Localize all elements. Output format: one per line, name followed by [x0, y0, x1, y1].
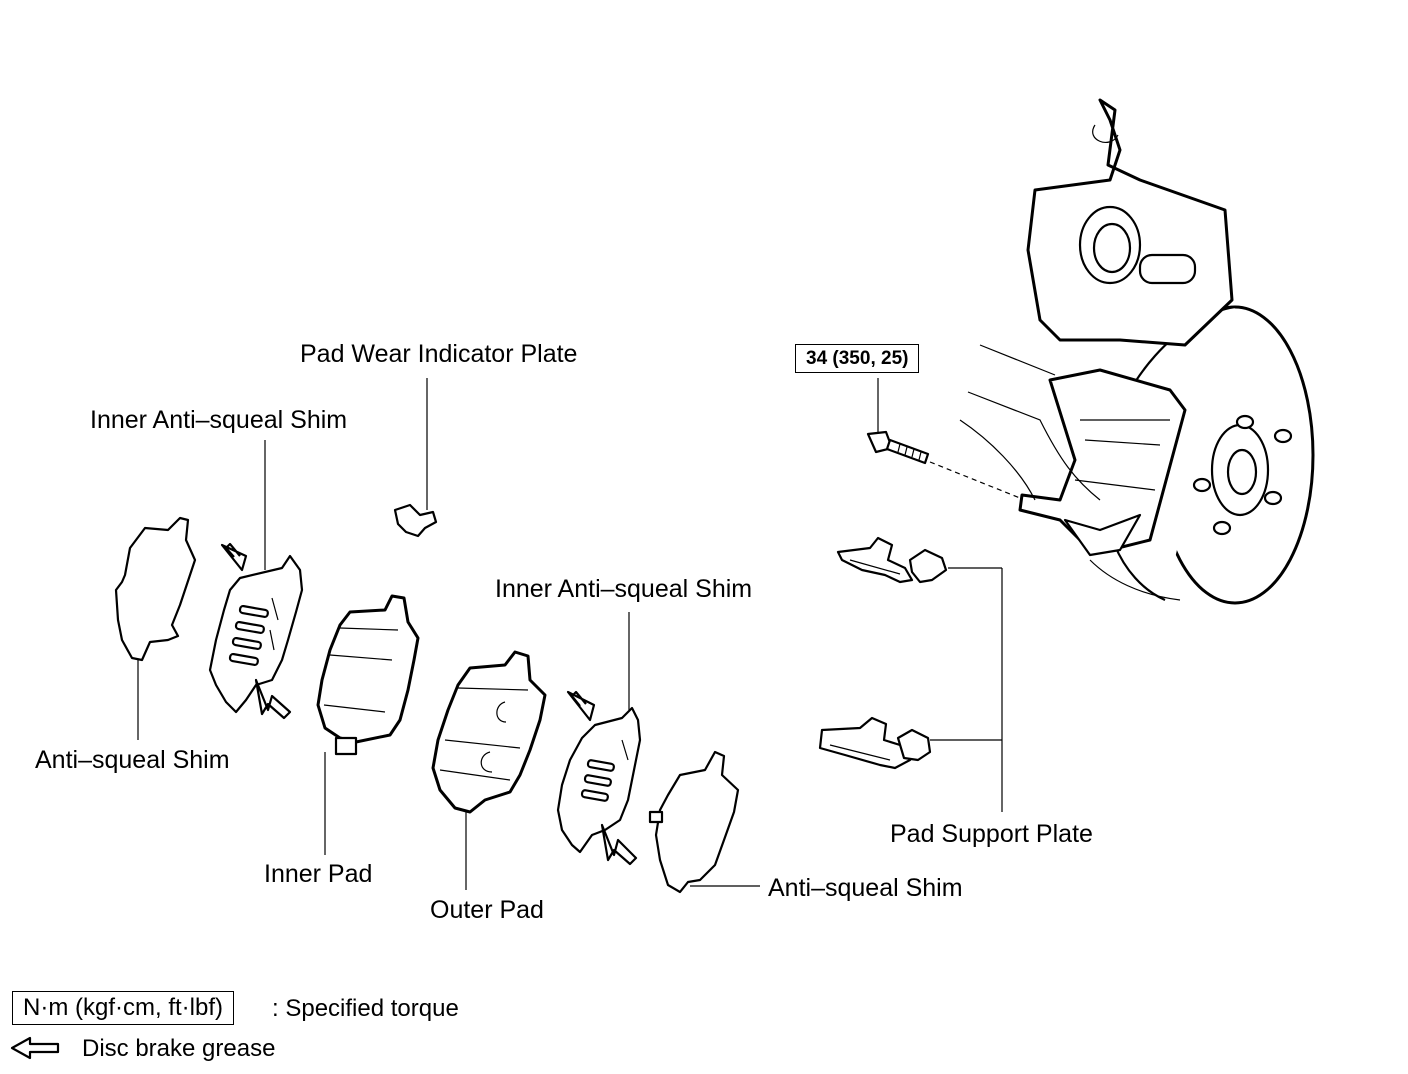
label-pad-support-plate: Pad Support Plate: [890, 820, 1093, 848]
label-inner-pad: Inner Pad: [264, 860, 373, 888]
pad-support-plates: [818, 536, 1003, 812]
label-pad-wear-indicator-plate: Pad Wear Indicator Plate: [300, 340, 578, 368]
outer-pad: [431, 650, 547, 890]
caliper-disc-assembly: [959, 98, 1315, 605]
anti-squeal-shim-left: [114, 516, 197, 740]
label-inner-anti-squeal-shim-left: Inner Anti–squeal Shim: [90, 406, 348, 434]
caliper-bolt: [866, 378, 1021, 499]
anti-squeal-shim-right: [648, 750, 760, 894]
inner-anti-squeal-shim-left: [208, 440, 304, 720]
inner-anti-squeal-shim-right: [556, 612, 642, 866]
torque-spec-box: 34 (350, 25): [795, 344, 920, 373]
label-anti-squeal-shim-left: Anti–squeal Shim: [35, 746, 230, 774]
label-outer-pad: Outer Pad: [430, 896, 544, 924]
inner-pad: [316, 594, 420, 855]
pad-wear-indicator-plate: [393, 378, 438, 538]
legend-grease-desc: Disc brake grease: [82, 1035, 276, 1062]
label-anti-squeal-shim-right: Anti–squeal Shim: [768, 874, 963, 902]
legend-torque-desc: : Specified torque: [272, 995, 459, 1022]
hollow-arrow-icon: [10, 1036, 60, 1060]
legend-torque-units-box: N·m (kgf·cm, ft·lbf): [12, 991, 234, 1025]
label-inner-anti-squeal-shim-right: Inner Anti–squeal Shim: [495, 575, 753, 603]
